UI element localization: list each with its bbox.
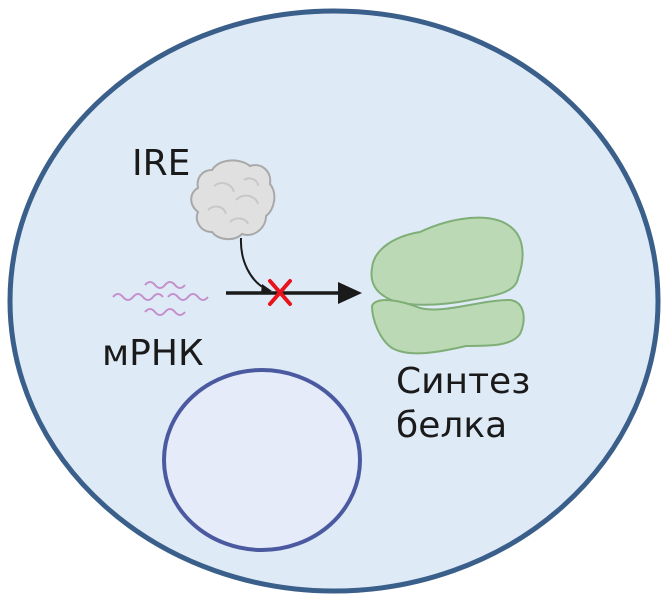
ire-label: IRE [132,143,191,184]
protein-synthesis-label-line2: белка [396,405,508,446]
mrna-label: мРНК [102,333,204,374]
block-x-icon [268,279,292,306]
ire-protein-icon [190,159,276,240]
nucleus [162,368,362,552]
protein-synthesis-label-line1: Синтез [396,361,531,402]
ribosome-icon [370,216,525,355]
mrna-icon [112,281,209,316]
